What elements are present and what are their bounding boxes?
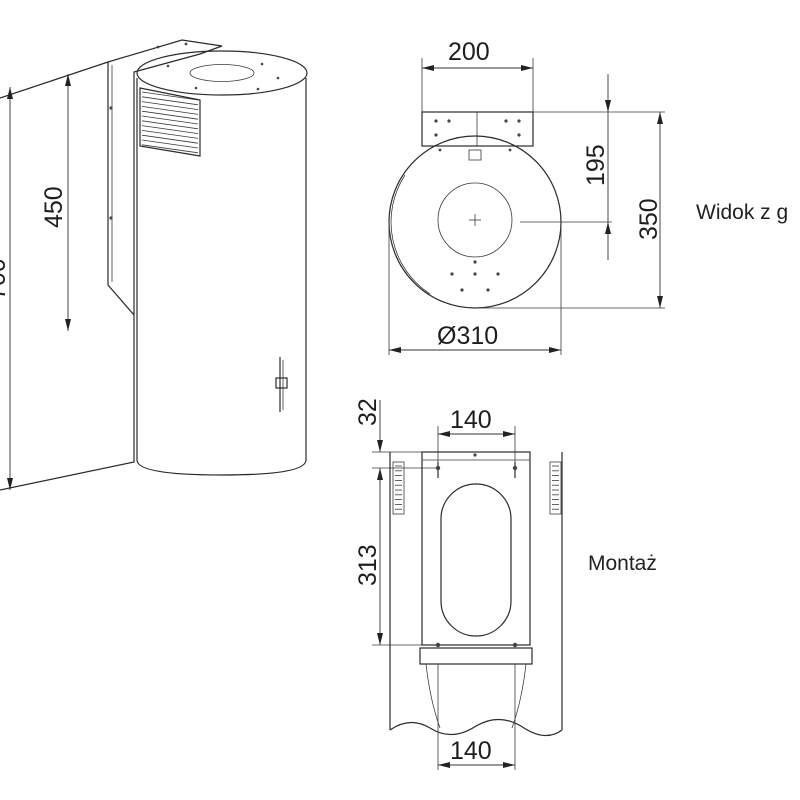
mount-oval-cutout xyxy=(440,483,512,637)
vent-slot xyxy=(141,144,199,154)
cylinder-body xyxy=(136,78,307,476)
dim-313-text: 313 xyxy=(354,544,382,586)
vent-slot xyxy=(141,106,199,115)
mount-vent-slots xyxy=(392,461,562,515)
vent-slot xyxy=(141,125,199,134)
mounting-bracket xyxy=(107,39,223,315)
mounting-label: Montaż xyxy=(588,552,657,575)
mount-vent-frame xyxy=(392,461,405,515)
top-bracket xyxy=(421,111,534,147)
vent-slot xyxy=(141,134,199,144)
side-view: 450 700 xyxy=(0,39,308,491)
top-view: 200 195 350 xyxy=(388,38,788,355)
mount-lower-plate xyxy=(419,647,533,665)
dim-195-text: 195 xyxy=(582,144,610,186)
vent-slot xyxy=(141,120,199,130)
dim-700-text: 700 xyxy=(0,258,11,300)
dim-140-top-text: 140 xyxy=(450,406,492,434)
dim-350-text: 350 xyxy=(635,198,663,240)
vent-slot xyxy=(141,110,199,120)
dim-450: 450 xyxy=(40,74,71,331)
top-exhaust-circle xyxy=(437,182,513,258)
dim-32-text: 32 xyxy=(354,398,382,426)
mounting-view: 140 32 313 xyxy=(354,398,657,770)
mount-vent-frame xyxy=(549,461,562,515)
control-knob xyxy=(275,357,288,412)
vent-frame xyxy=(139,87,201,157)
dim-450-text: 450 xyxy=(40,186,68,228)
dim-310-text: Ø310 xyxy=(437,322,498,350)
vent-slot xyxy=(141,96,199,106)
vent-slot xyxy=(141,101,199,110)
vent-grille xyxy=(139,87,201,157)
dim-200-text: 200 xyxy=(448,38,490,66)
vent-slot xyxy=(141,115,199,125)
cylinder-top xyxy=(136,50,308,96)
vent-slot xyxy=(141,139,199,149)
top-view-label: Widok z g xyxy=(696,201,788,224)
dim-140-bottom-text: 140 xyxy=(450,737,492,765)
dim-700: 700 xyxy=(0,87,13,490)
wall-panel xyxy=(0,61,135,491)
exhaust-opening xyxy=(189,64,255,82)
vent-slot xyxy=(141,130,199,139)
mount-bracket xyxy=(421,451,531,646)
mount-break-line xyxy=(389,718,563,737)
vent-slot xyxy=(141,91,199,101)
